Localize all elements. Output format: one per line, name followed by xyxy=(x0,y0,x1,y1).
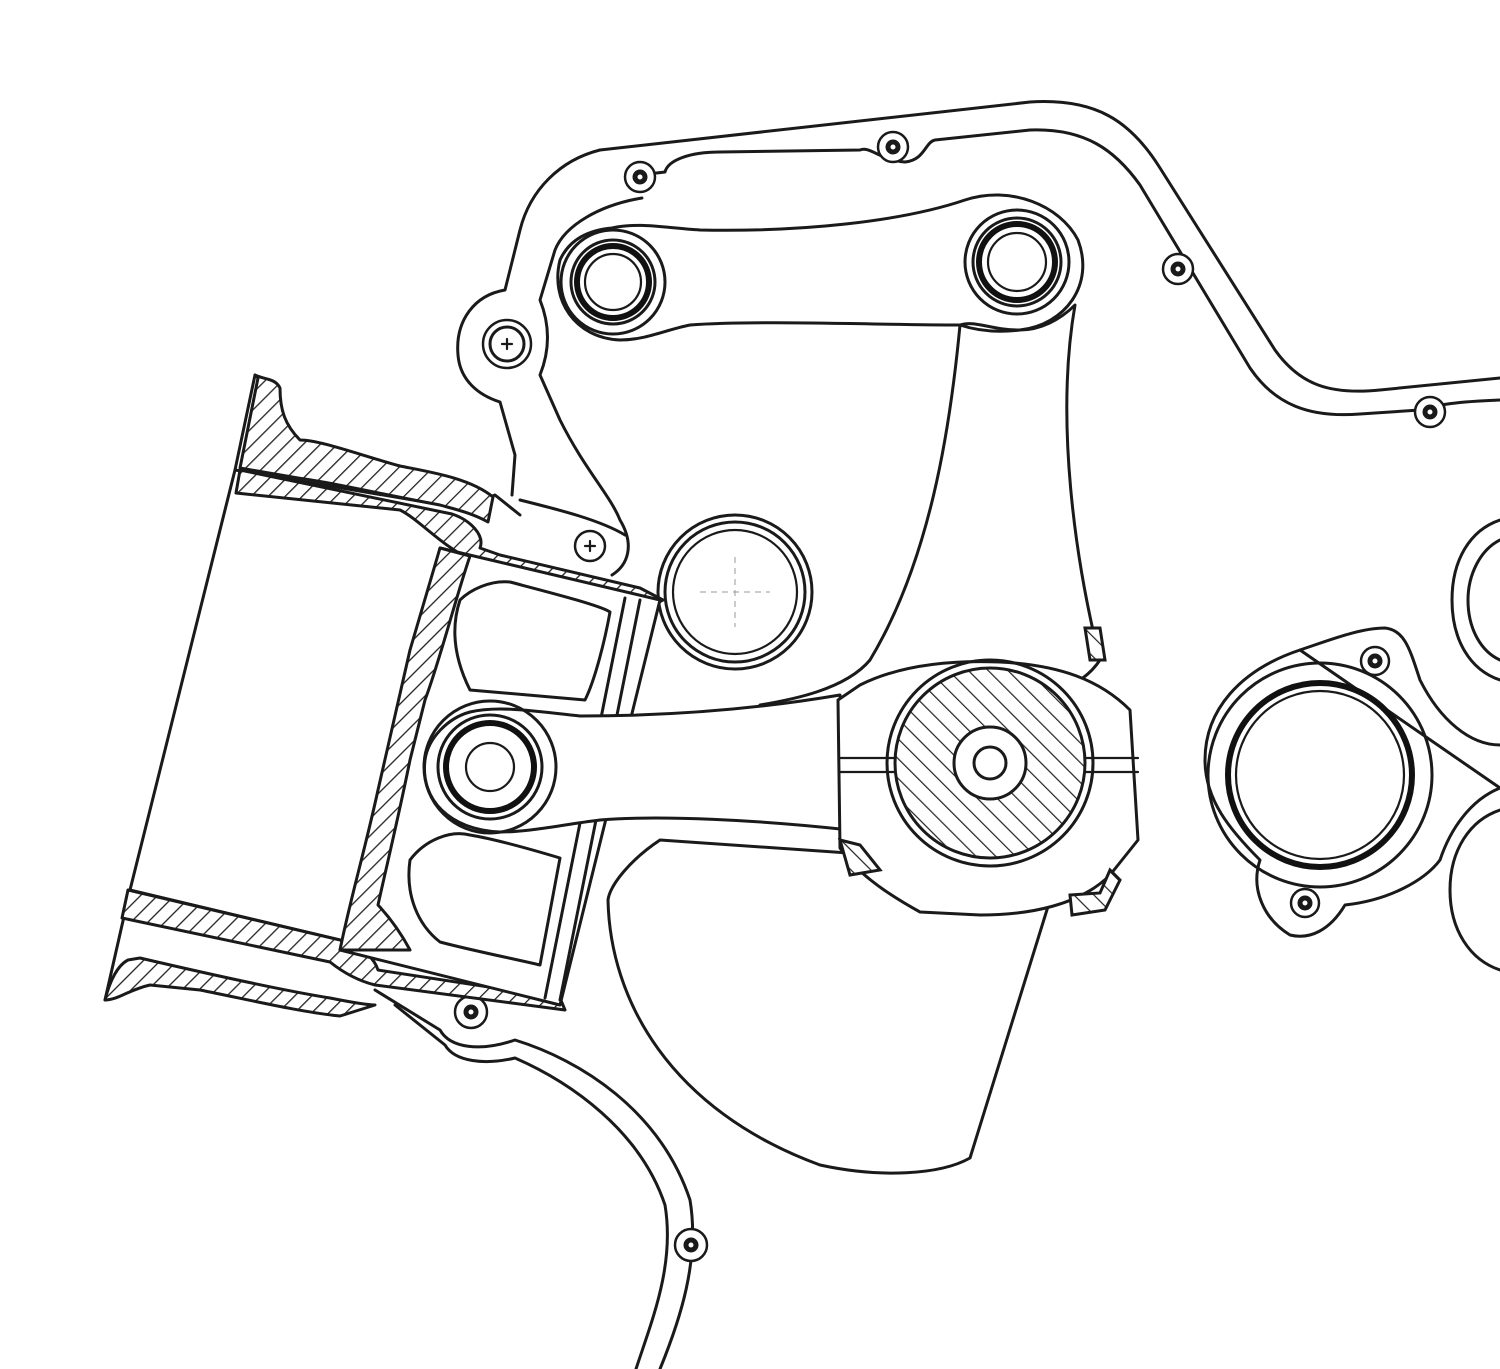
cover-bolts xyxy=(453,130,1447,1263)
bolt-icon xyxy=(573,529,607,563)
idler-ring xyxy=(656,513,814,671)
bearing-bore-cluster xyxy=(1203,518,1500,972)
bolt-icon xyxy=(1289,887,1321,919)
upper-link-arm xyxy=(556,193,1085,342)
lower-link-arm xyxy=(422,693,852,835)
bolt-icon xyxy=(1359,645,1391,677)
bolt-icon xyxy=(876,130,910,164)
bolt-icon xyxy=(453,994,489,1030)
bolt-icon xyxy=(1413,395,1447,429)
connecting-rod xyxy=(758,303,1102,707)
bolt-icon xyxy=(481,318,533,370)
bolt-icon xyxy=(623,160,657,194)
crankshaft-journal xyxy=(836,626,1140,917)
bolt-icon xyxy=(673,1227,709,1263)
bolt-icon xyxy=(1161,252,1195,286)
crank-counterweight xyxy=(606,838,1052,1175)
timing-cover-gasket xyxy=(373,100,1500,1369)
